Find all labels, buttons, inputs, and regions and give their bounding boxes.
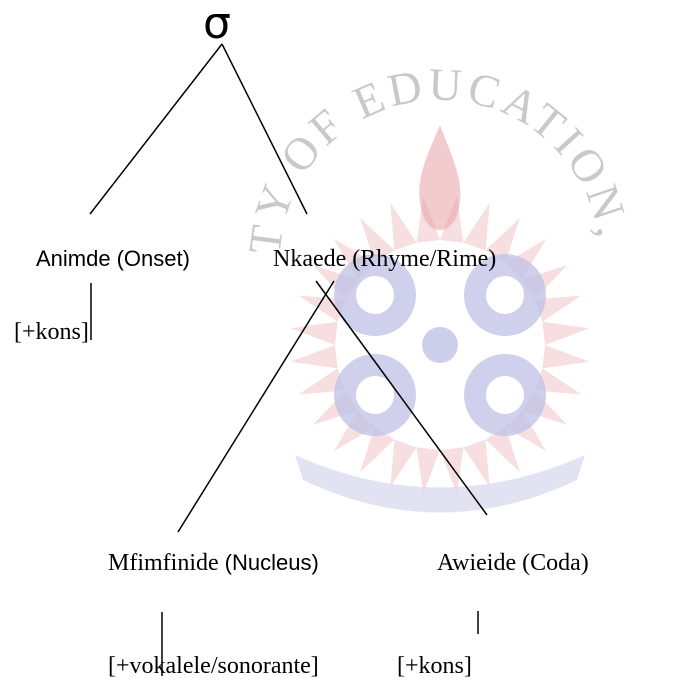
edge-rhyme-nucleus bbox=[177, 280, 335, 533]
seal-ray bbox=[463, 439, 490, 487]
seal-ray bbox=[534, 295, 582, 322]
seal-ray bbox=[360, 217, 395, 263]
seal-banner bbox=[295, 455, 585, 513]
onset-node: Animde (Onset) bbox=[36, 247, 190, 271]
seal-ray bbox=[298, 368, 346, 395]
onset-name: Animde bbox=[36, 246, 111, 271]
edge-root-rhyme bbox=[221, 43, 308, 215]
seal-ray bbox=[542, 321, 590, 345]
nucleus-name: Mfimfinide bbox=[108, 550, 219, 576]
seal-ray bbox=[390, 439, 417, 487]
seal-ray bbox=[360, 427, 395, 473]
seal-circles bbox=[334, 254, 546, 436]
nucleus-node: Mfimfinide (Nucleus) bbox=[108, 551, 319, 575]
edge-rhyme-coda bbox=[315, 280, 488, 516]
seal-ray bbox=[485, 217, 520, 263]
seal-ray bbox=[463, 203, 490, 251]
rhyme-node: Nkaede (Rhyme/Rime) bbox=[273, 246, 497, 272]
onset-gloss: (Onset) bbox=[116, 246, 190, 271]
nucleus-gloss: (Nucleus) bbox=[224, 550, 319, 575]
nucleus-feature: [+vokalele/sonorante] bbox=[108, 653, 319, 679]
seal-flame bbox=[419, 125, 461, 230]
coda-node: Awieide (Coda) bbox=[437, 550, 589, 576]
onset-feature: [+kons] bbox=[14, 319, 89, 345]
edge-root-onset bbox=[89, 43, 223, 215]
seal-ray bbox=[290, 321, 338, 345]
seal-center-dot bbox=[422, 327, 458, 363]
seal-ray bbox=[390, 203, 417, 251]
seal-ray bbox=[298, 295, 346, 322]
university-seal-watermark: UNIVERSITY OF EDUCATION, WINNEBA bbox=[185, 10, 637, 513]
seal-ray bbox=[290, 345, 338, 369]
seal-ray bbox=[485, 427, 520, 473]
syllable-root-symbol: σ bbox=[203, 0, 231, 49]
coda-feature: [+kons] bbox=[397, 653, 472, 679]
seal-rays bbox=[290, 195, 590, 495]
seal-ray bbox=[416, 447, 440, 495]
seal-ray bbox=[542, 345, 590, 369]
seal-ray bbox=[534, 368, 582, 395]
